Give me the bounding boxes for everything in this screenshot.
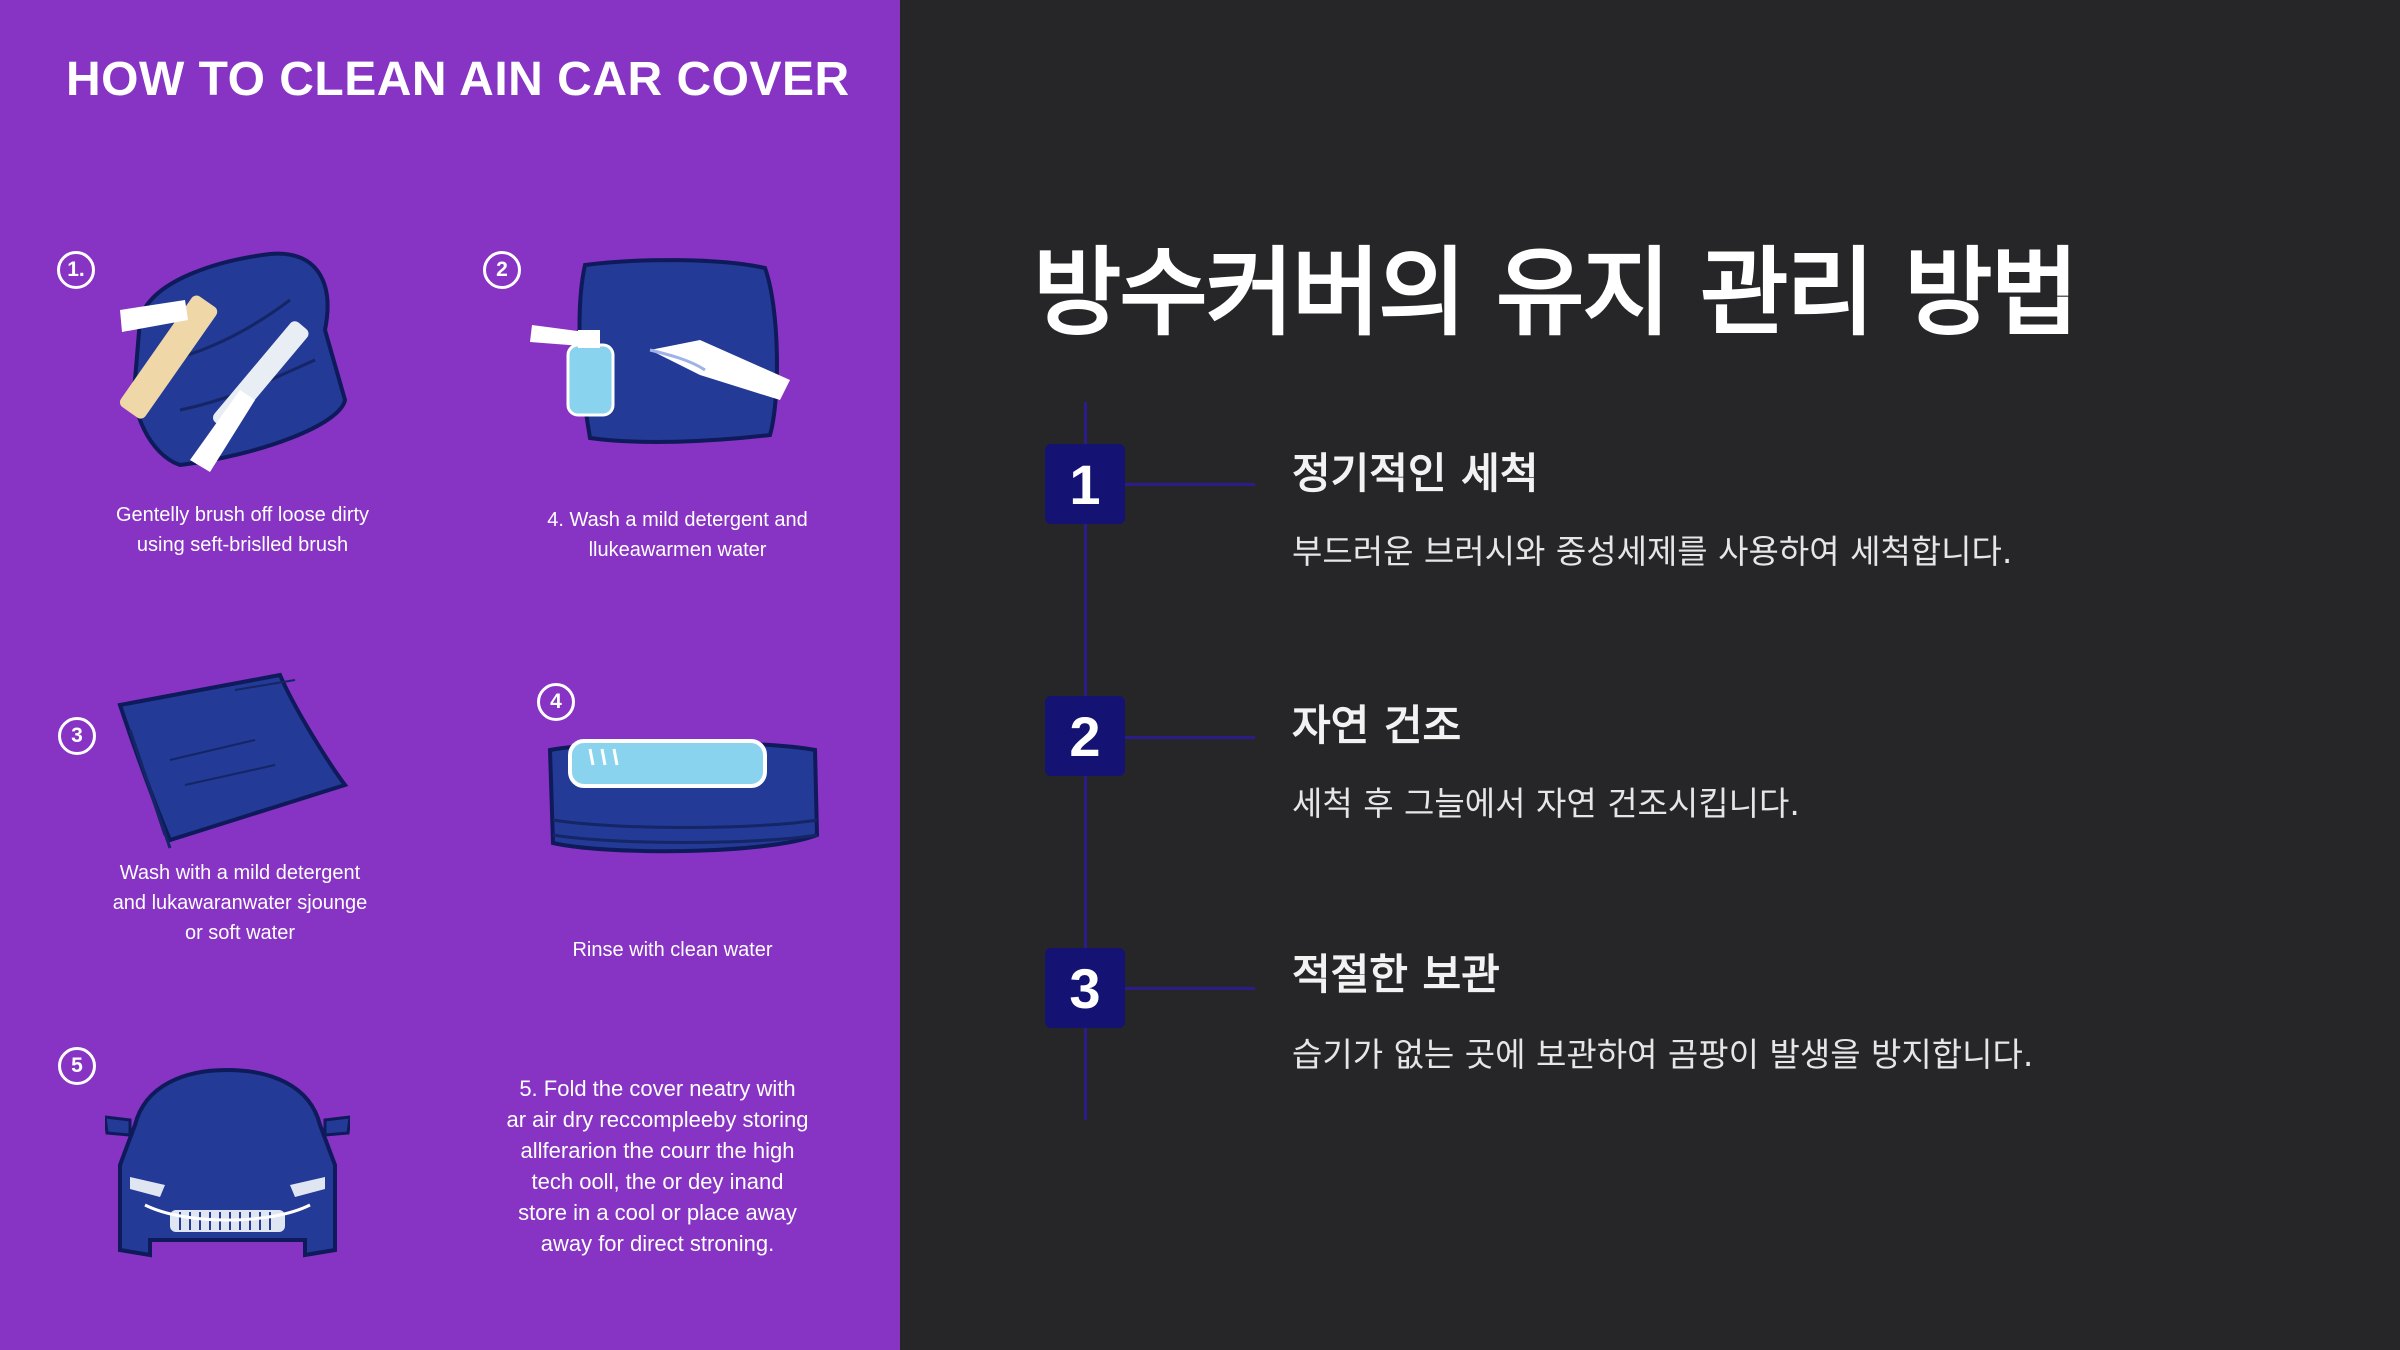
- step-6-caption-line: store in a cool or place away: [518, 1200, 797, 1225]
- step-description-2: 세척 후 그늘에서 자연 건조시킵니다.: [1292, 784, 1800, 823]
- brushing-cover-illustration: [119, 251, 348, 472]
- step-1-caption-line: using seft-brislled brush: [136, 534, 349, 556]
- step-4-caption: Rinse with clean water: [520, 935, 825, 965]
- step-6-caption-line: allferarion the courr the high: [520, 1138, 795, 1163]
- step-2-caption-line: 4. Wash a mild detergent and: [547, 509, 808, 531]
- step-marker-4: 4: [537, 683, 575, 721]
- step-4-caption-line: Rinse with clean water: [572, 939, 773, 961]
- step-1-caption-line: Gentelly brush off loose dirty: [115, 504, 370, 526]
- step-title-1: 정기적인 세척: [1292, 449, 1539, 498]
- step-marker-3: 3: [58, 717, 96, 755]
- step-6-caption: 5. Fold the cover neatry with ar air dry…: [475, 1073, 840, 1259]
- step-marker-2: 2: [483, 251, 521, 289]
- step-3-caption-line: and lukawaranwater sjounge: [112, 892, 368, 914]
- spray-detergent-illustration: [530, 258, 790, 444]
- step-marker-1: 1.: [57, 251, 95, 289]
- step-2-caption-line: llukeawarmen water: [588, 539, 767, 561]
- infographic-panel: HOW TO CLEAN AIN CAR COVER 1. Gentelly b…: [0, 0, 900, 1350]
- maintenance-guide-panel: 방수커버의 유지 관리 방법 1 정기적인 세척 부드러운 브러시와 중성세제를…: [900, 0, 2400, 1350]
- step-number-1: 1: [1045, 444, 1125, 524]
- step-connector: [1125, 483, 1255, 486]
- step-1-caption: Gentelly brush off loose dirty using sef…: [60, 500, 425, 560]
- infographic-title: HOW TO CLEAN AIN CAR COVER: [66, 53, 850, 106]
- step-description-1: 부드러운 브러시와 중성세제를 사용하여 세척합니다.: [1292, 532, 2013, 571]
- step-description-3: 습기가 없는 곳에 보관하여 곰팡이 발생을 방지합니다.: [1292, 1035, 2034, 1074]
- step-3-caption: Wash with a mild detergent and lukawaran…: [60, 858, 420, 948]
- step-6-caption-line: tech ooll, the or dey inand: [531, 1169, 784, 1194]
- step-connector: [1125, 987, 1255, 990]
- step-3-caption-line: Wash with a mild detergent: [119, 862, 361, 884]
- step-6-caption-line: ar air dry reccompleeby storing: [506, 1107, 809, 1132]
- step-title-2: 자연 건조: [1292, 701, 1462, 750]
- step-2-caption: 4. Wash a mild detergent and llukeawarme…: [480, 505, 875, 565]
- step-6-caption-line: 5. Fold the cover neatry with: [519, 1076, 796, 1101]
- covered-car-illustration: [105, 1067, 350, 1258]
- step-3-caption-line: or soft water: [184, 922, 296, 944]
- step-connector: [1125, 736, 1255, 739]
- step-number-2: 2: [1045, 696, 1125, 776]
- folded-cover-illustration: [117, 672, 349, 849]
- page-title: 방수커버의 유지 관리 방법: [1033, 237, 2079, 349]
- step-6-caption-line: away for direct stroning.: [540, 1231, 775, 1256]
- step-title-3: 적절한 보관: [1292, 950, 1500, 999]
- step-marker-5: 5: [58, 1047, 96, 1085]
- rinsed-cover-illustration: [547, 739, 820, 854]
- step-number-3: 3: [1045, 948, 1125, 1028]
